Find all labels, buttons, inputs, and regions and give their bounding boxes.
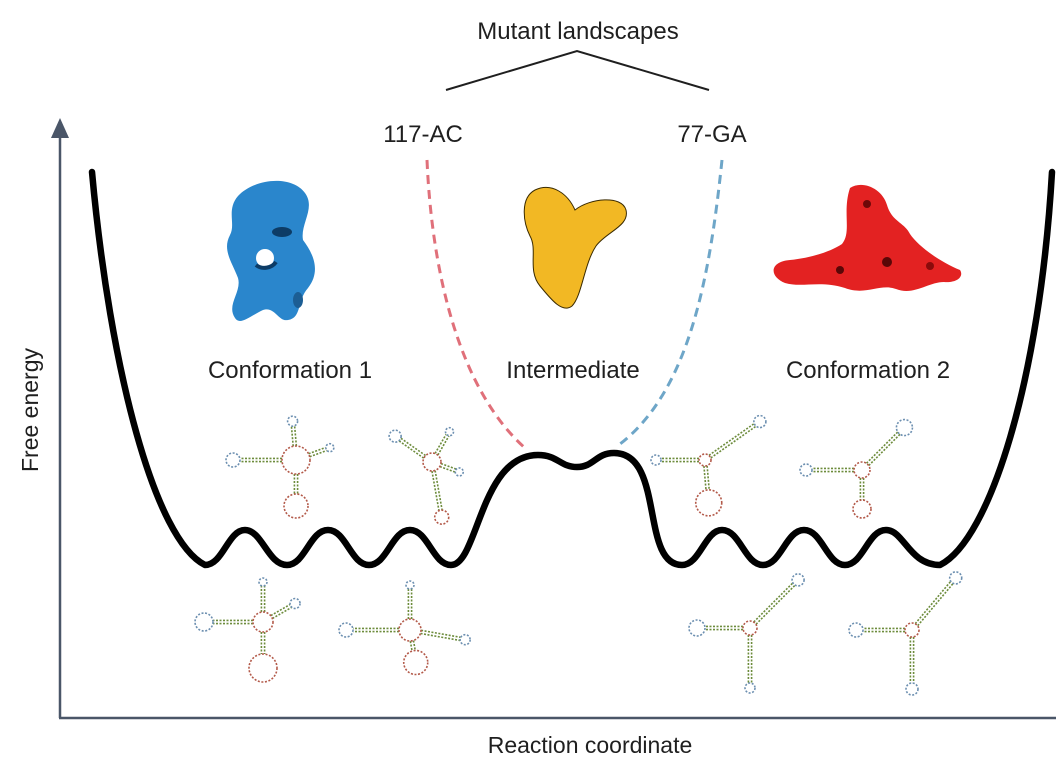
y-axis-label: Free energy [17,348,43,473]
mutant-bracket [445,49,710,91]
rna-structure [388,426,465,525]
rna-structure [194,577,301,683]
mutant-landscapes-label: Mutant landscapes [477,18,678,45]
rna-structure [799,418,914,519]
energy-curve [88,168,1056,569]
mutant-label-77-ga: 77-GA [677,121,746,148]
rna-structure [225,415,335,519]
state-label-intermediate: Intermediate [506,357,639,384]
rna-structure [688,573,805,694]
yellow-3d-density-map [523,187,627,309]
x-axis-label: Reaction coordinate [488,732,693,758]
mutant-header: Mutant landscapes [445,18,710,91]
y-axis-arrowhead [51,118,69,138]
blue-3d-density-map [227,180,315,321]
state-label-conformation-1: Conformation 1 [208,357,372,384]
rna-secondary-structures [194,414,963,696]
rna-structure [650,414,767,517]
mutant-label-117-ac: 117-AC [383,121,463,148]
mutant-curve-77-ga [619,159,724,446]
mutant-curve-117-ac [425,159,526,450]
axes: Reaction coordinate Free energy [17,118,1056,758]
red-3d-density-map [773,184,962,291]
state-label-conformation-2: Conformation 2 [786,357,950,384]
rna-structure [338,580,471,676]
mutant-curves: 117-AC 77-GA [383,121,747,450]
rna-structure [848,571,963,696]
